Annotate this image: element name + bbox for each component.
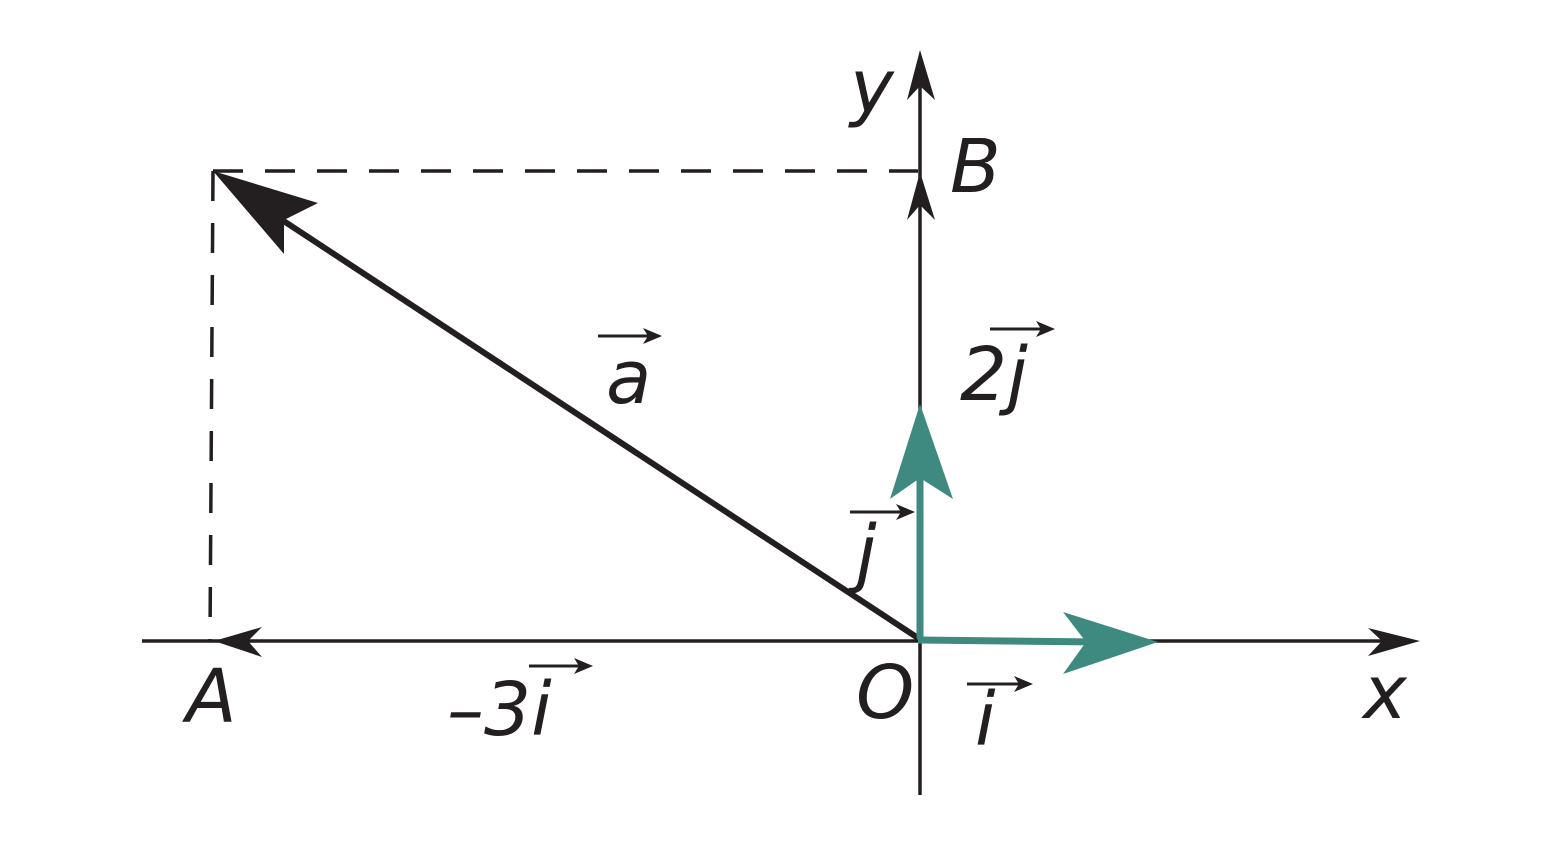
vector-2j-overarrow xyxy=(990,321,1055,337)
unit-vector-j-arrowhead xyxy=(890,404,953,499)
unit-vector-i-line xyxy=(917,636,1101,646)
vector-neg3i-arrowhead xyxy=(214,627,262,657)
point-b-label: B xyxy=(950,124,1001,210)
vector-a-arrowhead xyxy=(213,171,318,254)
unit-vector-j-label: j xyxy=(847,510,877,596)
x-axis-arrowhead xyxy=(1368,628,1420,656)
vector-neg3i-label: –3i xyxy=(447,667,552,753)
unit-vector-i-overarrow xyxy=(967,676,1033,692)
x-axis-label: x xyxy=(1361,650,1408,736)
unit-vector-j-overarrow xyxy=(850,504,915,520)
vector-a-label: a xyxy=(606,335,651,421)
vector-neg3i-overarrow xyxy=(529,658,593,674)
y-axis-label: y xyxy=(848,44,895,130)
vector-2j-arrowhead xyxy=(907,172,935,220)
vector-a-overarrow xyxy=(598,328,662,344)
y-axis-arrowhead xyxy=(907,50,935,100)
origin-label: O xyxy=(856,650,914,736)
vector-a-line xyxy=(268,209,920,641)
unit-vector-i-label: i xyxy=(975,677,996,763)
dashed-projection-vertical xyxy=(208,170,215,641)
unit-vector-i-arrowhead xyxy=(1063,612,1158,674)
point-a-label: A xyxy=(182,654,237,740)
vector-2j-label: 2j xyxy=(960,332,1028,418)
